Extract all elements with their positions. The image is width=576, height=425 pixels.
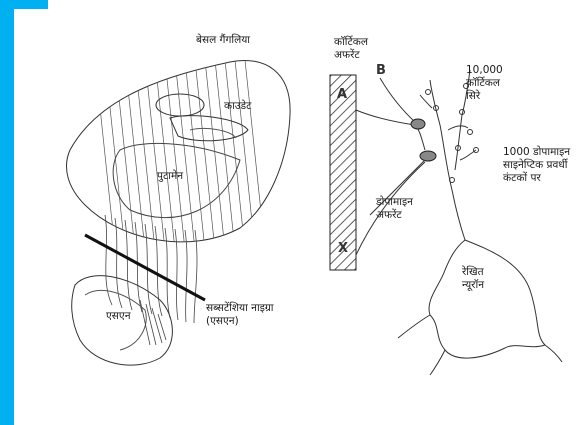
label-substantia-nigra: सब्सटेंशिया नाइग्रा (एसएन): [206, 302, 274, 328]
striatum-striations: [95, 60, 265, 250]
label-dopamine-synaptic: 1000 डोपामाइन साइनेप्टिक प्रवर्धी कंटकों…: [503, 146, 570, 185]
cortical-axon-b: [380, 78, 415, 122]
label-striatal-neuron: रेखित न्यूरॉन: [462, 266, 484, 292]
label-caudate: काउडेट: [224, 100, 251, 113]
label-putamen: पुटामेन: [157, 170, 183, 183]
synapse-bouton-upper: [411, 119, 425, 129]
label-basal-ganglia: बेसल गैंगलिया: [196, 34, 250, 47]
dendrite-trunk: [430, 80, 465, 240]
marker-a: A: [337, 88, 347, 101]
label-cortical-afferent: कॉर्टिकल अफरेंट: [334, 36, 368, 62]
label-dopamine-afferent: डोपामाइन अफरेंट: [376, 196, 413, 222]
cortical-axon-a: [356, 110, 415, 125]
label-cortical-heads: 10,000 कॉर्टिकल सिरे: [466, 64, 503, 103]
marker-x: X: [338, 242, 348, 255]
label-sn: एसएन: [106, 310, 131, 323]
sn-hatching: [140, 300, 166, 345]
synapse-bouton-lower: [420, 151, 436, 161]
marker-b: B: [376, 64, 386, 77]
synapse-drawing: [330, 70, 562, 375]
striatum-outline: [66, 60, 290, 241]
striatal-neuron-body: [429, 240, 545, 358]
